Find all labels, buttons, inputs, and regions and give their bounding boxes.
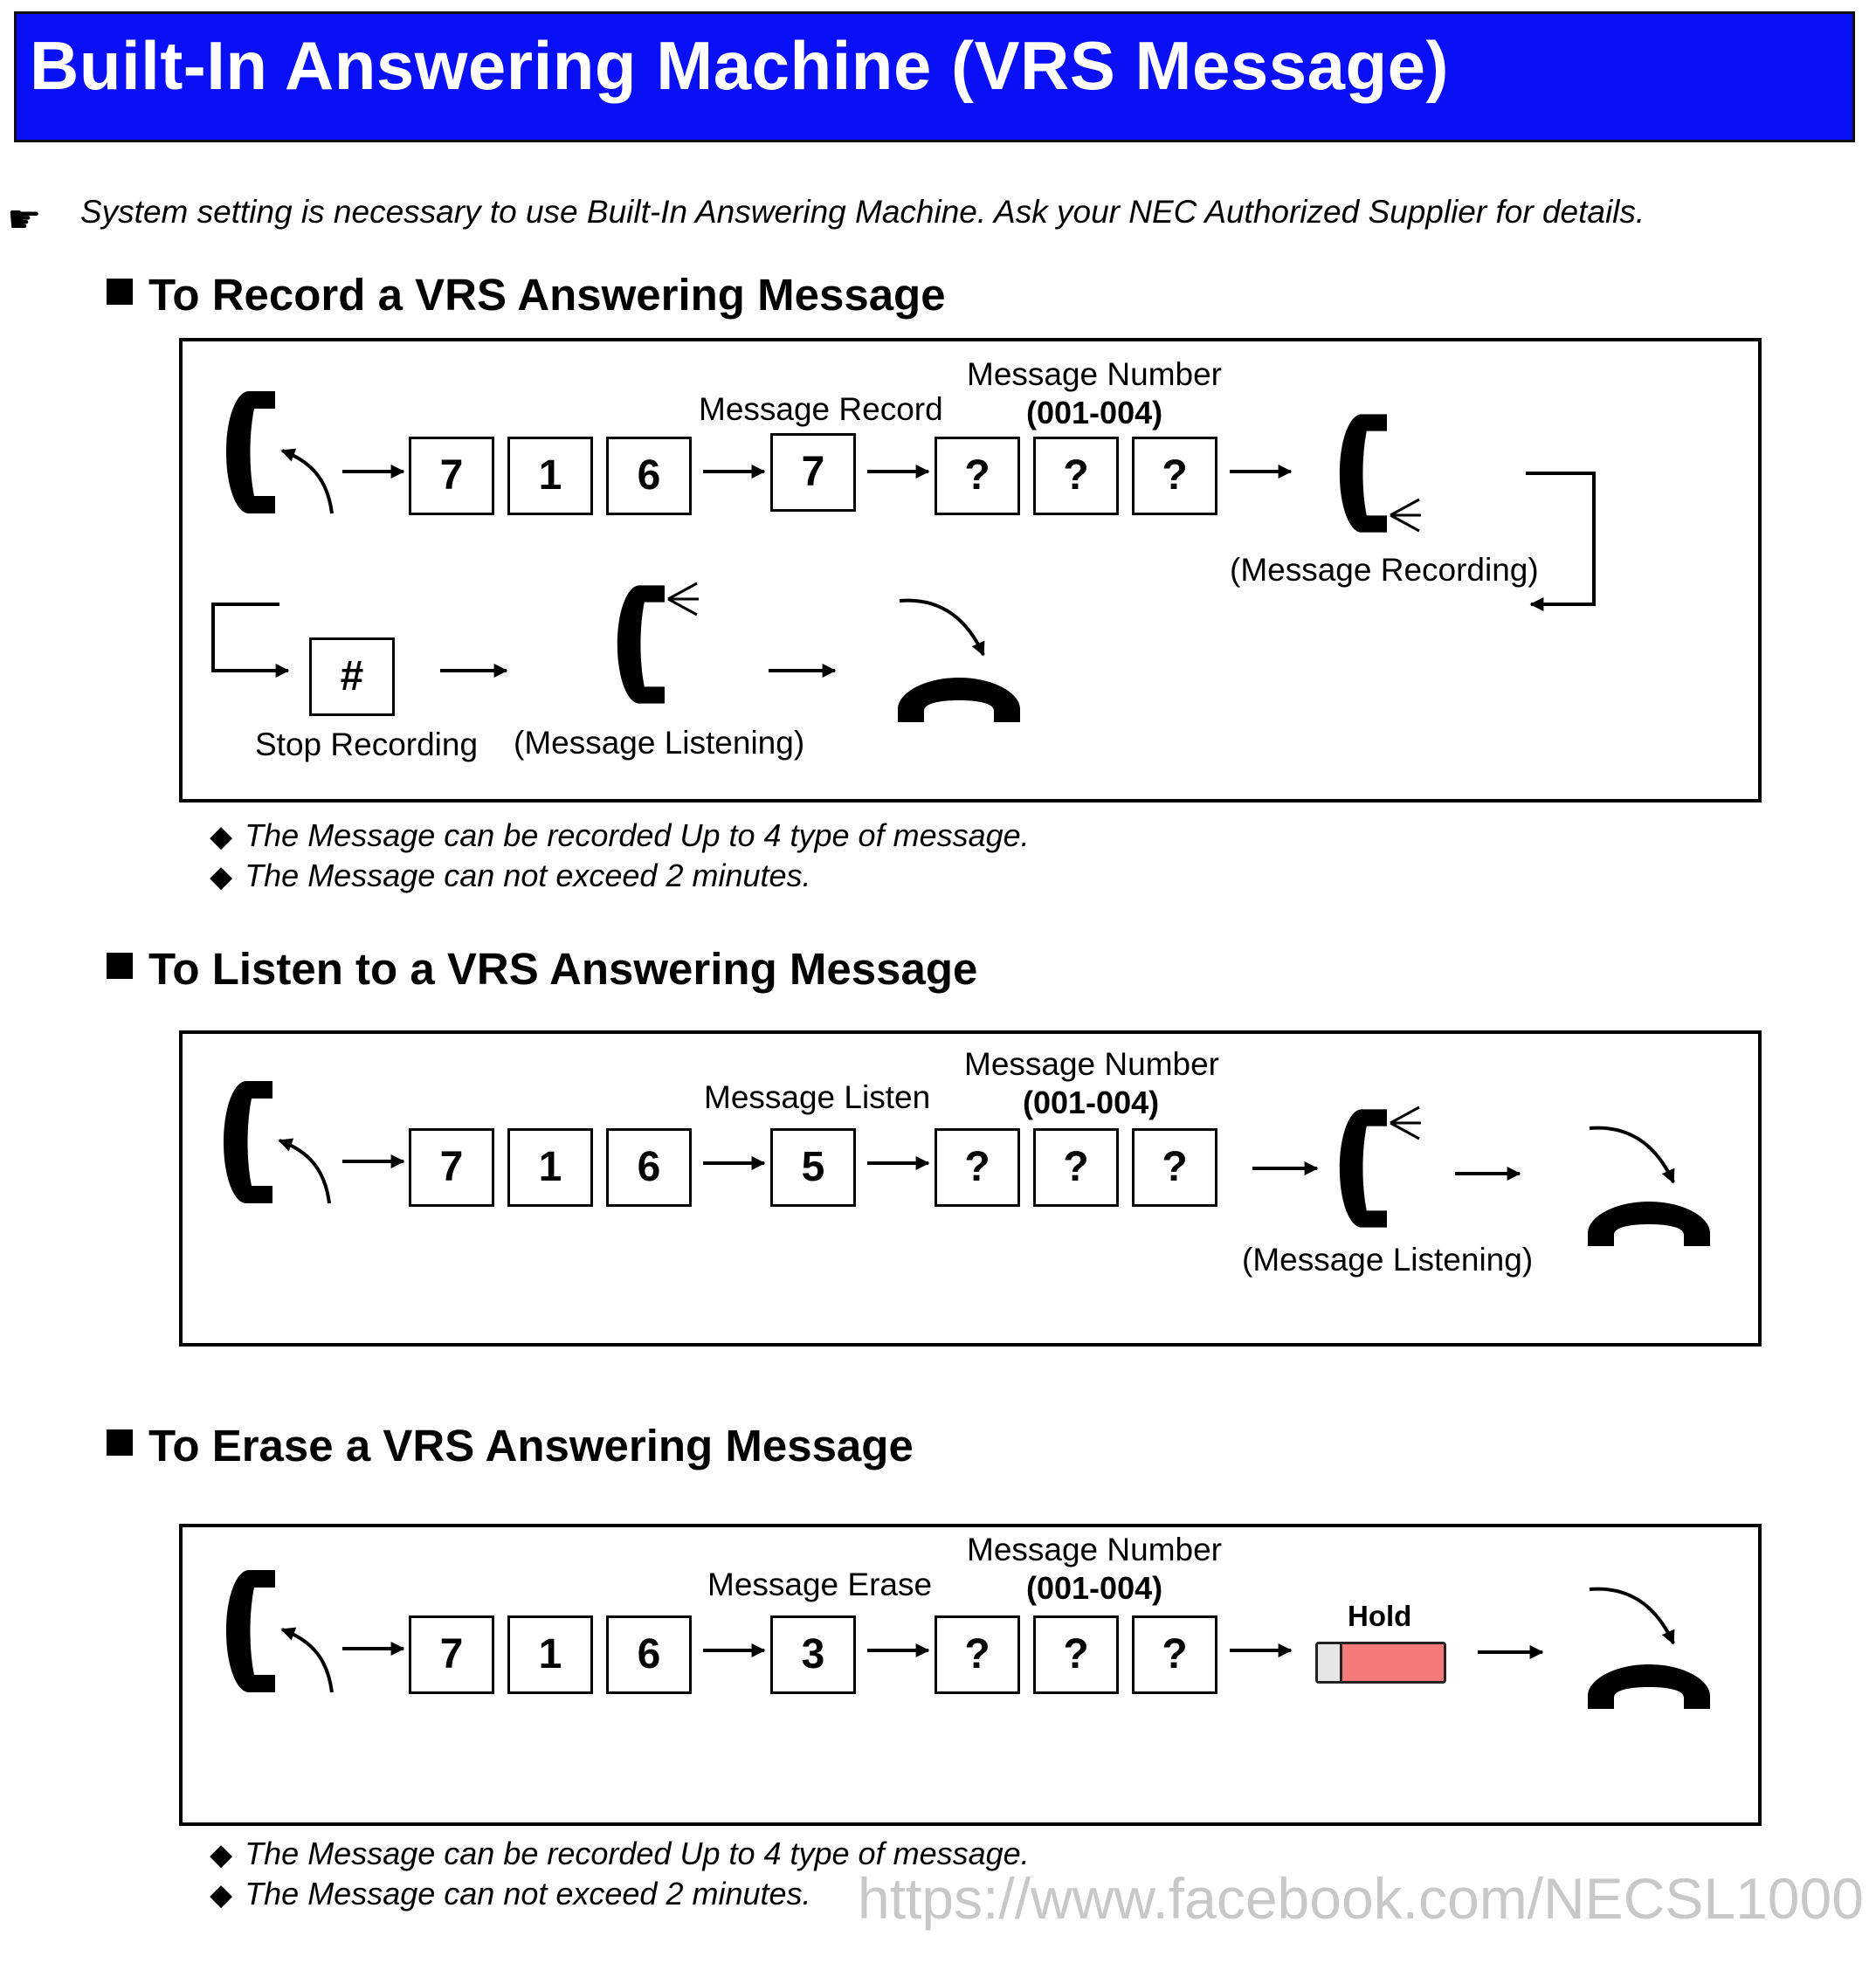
arrow-icon [440,664,508,678]
dial-key-1[interactable]: 1 [507,1128,593,1207]
arrow-icon [867,465,930,479]
record-note-1: ◆The Message can be recorded Up to 4 typ… [210,817,1030,853]
dial-key-digit-2[interactable]: ? [1033,437,1119,515]
dial-key-erase[interactable]: 3 [770,1615,856,1694]
erase-heading-text: To Erase a VRS Answering Message [148,1421,914,1471]
dial-key-digit-3[interactable]: ? [1132,437,1217,515]
message-erase-label: Message Erase [707,1567,933,1602]
dial-key-digit-2[interactable]: ? [1033,1128,1119,1207]
message-listen-label: Message Listen [704,1079,931,1115]
dial-key-listen[interactable]: 5 [770,1128,856,1207]
arrow-icon [1252,1161,1319,1175]
watermark-url: https://www.facebook.com/NECSL1000 [858,1866,1864,1931]
hang-up-icon [1588,1126,1710,1246]
arrow-icon [1230,465,1293,479]
message-number-label: Message Number [967,356,1223,392]
message-number-label: Message Number [967,1532,1223,1567]
arrow-icon [769,664,837,678]
dial-key-digit-1[interactable]: ? [935,1128,1020,1207]
hold-label: Hold [1348,1600,1412,1632]
off-hook-handset-icon [226,391,334,514]
arrow-icon [703,465,766,479]
arrow-icon [867,1156,930,1170]
dial-key-digit-3[interactable]: ? [1132,1128,1217,1207]
arrow-icon [1478,1645,1544,1659]
message-number-range: (001-004) [1023,1085,1160,1120]
connector-arrow-icon [211,603,290,678]
message-number-range: (001-004) [1026,1570,1163,1606]
pointing-hand-icon: ☛ [7,198,42,241]
arrow-icon [342,1642,405,1656]
system-note: System setting is necessary to use Built… [80,194,1645,230]
arrow-icon [703,1156,766,1170]
erase-note-1: ◆The Message can be recorded Up to 4 typ… [210,1836,1030,1871]
dial-key-6[interactable]: 6 [606,1615,692,1694]
message-number-range: (001-004) [1026,395,1163,431]
speaking-handset-icon [1339,414,1421,533]
record-note-2: ◆The Message can not exceed 2 minutes. [210,858,811,893]
arrow-icon [1230,1643,1293,1657]
hold-key[interactable] [1315,1642,1446,1684]
message-recording-label: (Message Recording) [1230,552,1539,588]
arrow-icon [703,1643,766,1657]
listening-handset-icon [1339,1106,1421,1228]
dial-key-digit-1[interactable]: ? [935,437,1020,515]
dial-key-7[interactable]: 7 [409,437,494,515]
hang-up-icon [1588,1587,1710,1709]
record-panel [179,338,1762,802]
dial-key-digit-3[interactable]: ? [1132,1615,1217,1694]
dial-key-1[interactable]: 1 [507,1615,593,1694]
stop-key-hash[interactable]: # [309,637,395,716]
page-title: Built-In Answering Machine (VRS Message) [30,27,1450,104]
record-heading-text: To Record a VRS Answering Message [148,270,946,320]
message-listening-label: (Message Listening) [1242,1242,1534,1278]
message-record-label: Message Record [699,391,943,427]
dial-key-digit-2[interactable]: ? [1033,1615,1119,1694]
arrow-icon [342,1154,405,1168]
dial-key-7[interactable]: 7 [409,1615,494,1694]
dial-key-6[interactable]: 6 [606,1128,692,1207]
message-number-label: Message Number [964,1046,1220,1082]
record-heading: To Record a VRS Answering Message [107,269,946,320]
off-hook-handset-icon [224,1081,331,1204]
stop-recording-label: Stop Recording [255,727,479,762]
listen-heading: To Listen to a VRS Answering Message [107,943,977,995]
listen-panel [179,1030,1762,1347]
dial-key-record[interactable]: 7 [770,433,856,512]
erase-note-2: ◆The Message can not exceed 2 minutes. [210,1876,811,1911]
dial-key-digit-1[interactable]: ? [935,1615,1020,1694]
erase-panel [179,1524,1762,1826]
arrow-icon [342,465,405,479]
hang-up-icon [898,598,1020,722]
dial-key-1[interactable]: 1 [507,437,593,515]
arrow-icon [867,1643,930,1657]
off-hook-handset-icon [226,1570,334,1693]
title-bar [14,11,1855,142]
dial-key-6[interactable]: 6 [606,437,692,515]
listen-heading-text: To Listen to a VRS Answering Message [148,944,978,994]
erase-heading: To Erase a VRS Answering Message [107,1420,914,1471]
message-listening-label: (Message Listening) [514,725,805,761]
listening-handset-icon [617,582,699,704]
connector-arrow-icon [1526,472,1596,611]
arrow-icon [1455,1167,1521,1181]
dial-key-7[interactable]: 7 [409,1128,494,1207]
